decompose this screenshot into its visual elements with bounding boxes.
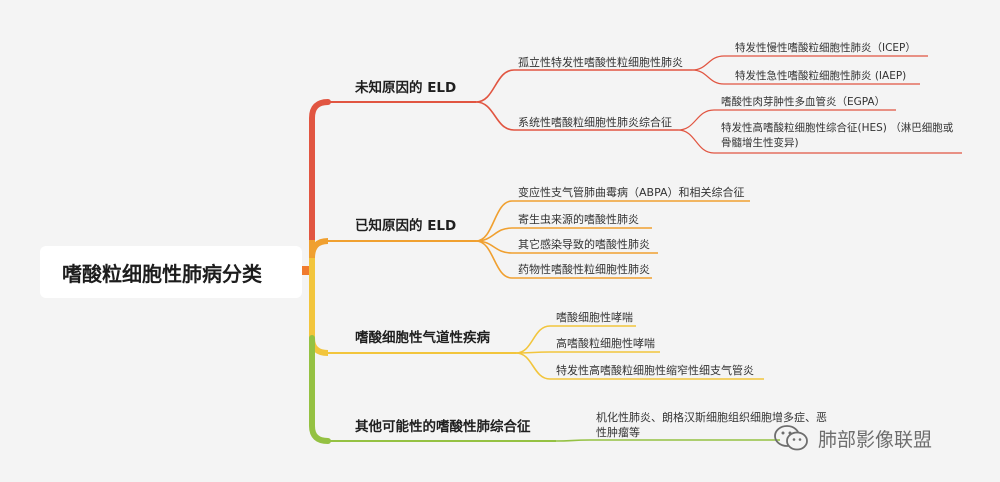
- node-hypereosinophilic-asthma[interactable]: 高嗜酸粒细胞性哮喘: [556, 337, 655, 350]
- branch-known-cause[interactable]: 已知原因的 ELD: [355, 218, 457, 234]
- node-bronchiolitis[interactable]: 特发性高嗜酸粒细胞性缩窄性细支气管炎: [556, 364, 754, 377]
- watermark: 肺部影像联盟: [772, 423, 932, 453]
- node-abpa[interactable]: 变应性支气管肺曲霉病（ABPA）和相关综合征: [518, 186, 745, 199]
- trunk-red: [309, 99, 331, 243]
- node-iaep[interactable]: 特发性急性嗜酸粒细胞性肺炎 (IAEP): [735, 70, 907, 82]
- trunk-green: [309, 335, 331, 444]
- node-organizing-pneumonia-etc[interactable]: 机化性肺炎、朗格汉斯细胞组织细胞增多症、恶性肿瘤等: [596, 411, 827, 439]
- node-hes[interactable]: 特发性高嗜酸粒细胞性综合征(HES) （淋巴细胞或骨髓增生性变异): [721, 122, 954, 149]
- node-egpa[interactable]: 嗜酸性肉芽肿性多血管炎（EGPA）: [721, 96, 886, 108]
- branch-other-syndromes[interactable]: 其他可能性的嗜酸性肺综合征: [355, 419, 531, 435]
- node-isolated-idiopathic-ep[interactable]: 孤立性特发性嗜酸性粒细胞性肺炎: [518, 56, 683, 69]
- branch-airway-disease[interactable]: 嗜酸细胞性气道性疾病: [355, 330, 490, 346]
- trunk-orange: [309, 238, 329, 259]
- mindmap-root[interactable]: 嗜酸粒细胞性肺病分类: [40, 246, 302, 298]
- wechat-icon: [774, 425, 808, 451]
- watermark-label: 肺部影像联盟: [818, 428, 933, 451]
- node-other-infection-ep[interactable]: 其它感染导致的嗜酸性肺炎: [518, 238, 650, 251]
- node-parasitic-ep[interactable]: 寄生虫来源的嗜酸性肺炎: [518, 213, 639, 226]
- root-label: 嗜酸粒细胞性肺病分类: [62, 261, 262, 286]
- node-eosinophilic-asthma[interactable]: 嗜酸细胞性哮喘: [556, 311, 633, 324]
- node-systemic-ep-syndrome[interactable]: 系统性嗜酸粒细胞性肺炎综合征: [518, 116, 672, 129]
- node-drug-induced-ep[interactable]: 药物性嗜酸性粒细胞性肺炎: [518, 263, 650, 276]
- root-connector-dot: [300, 266, 309, 275]
- node-icep[interactable]: 特发性慢性嗜酸粒细胞性肺炎（ICEP）: [735, 42, 916, 54]
- branch-unknown-cause[interactable]: 未知原因的 ELD: [355, 80, 457, 96]
